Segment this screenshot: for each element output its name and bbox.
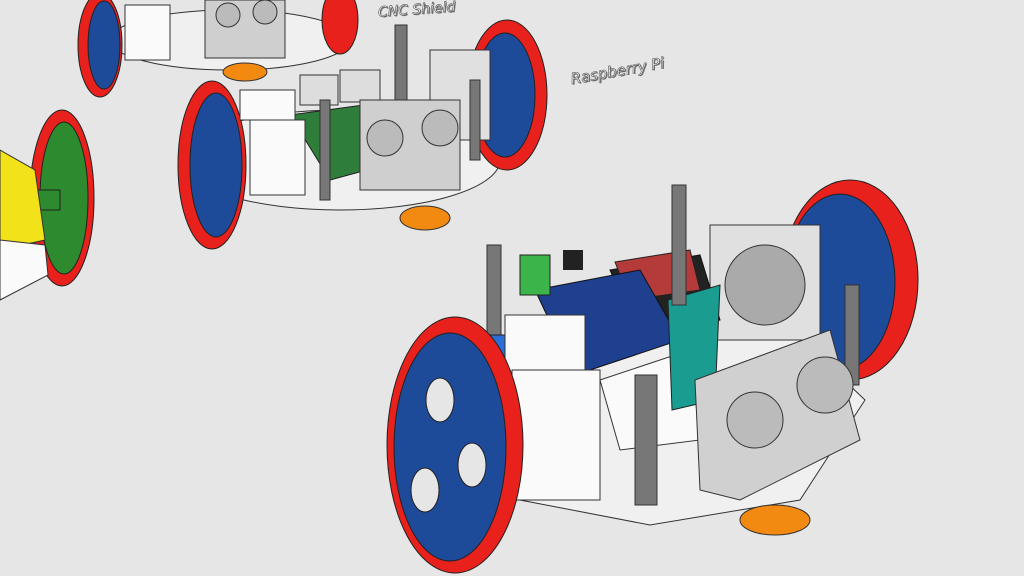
robot-left-partial [0,109,95,301]
robot-raspberry-pi [177,19,548,250]
robot-top-left [77,0,359,98]
robot-arduino-main [386,179,919,574]
